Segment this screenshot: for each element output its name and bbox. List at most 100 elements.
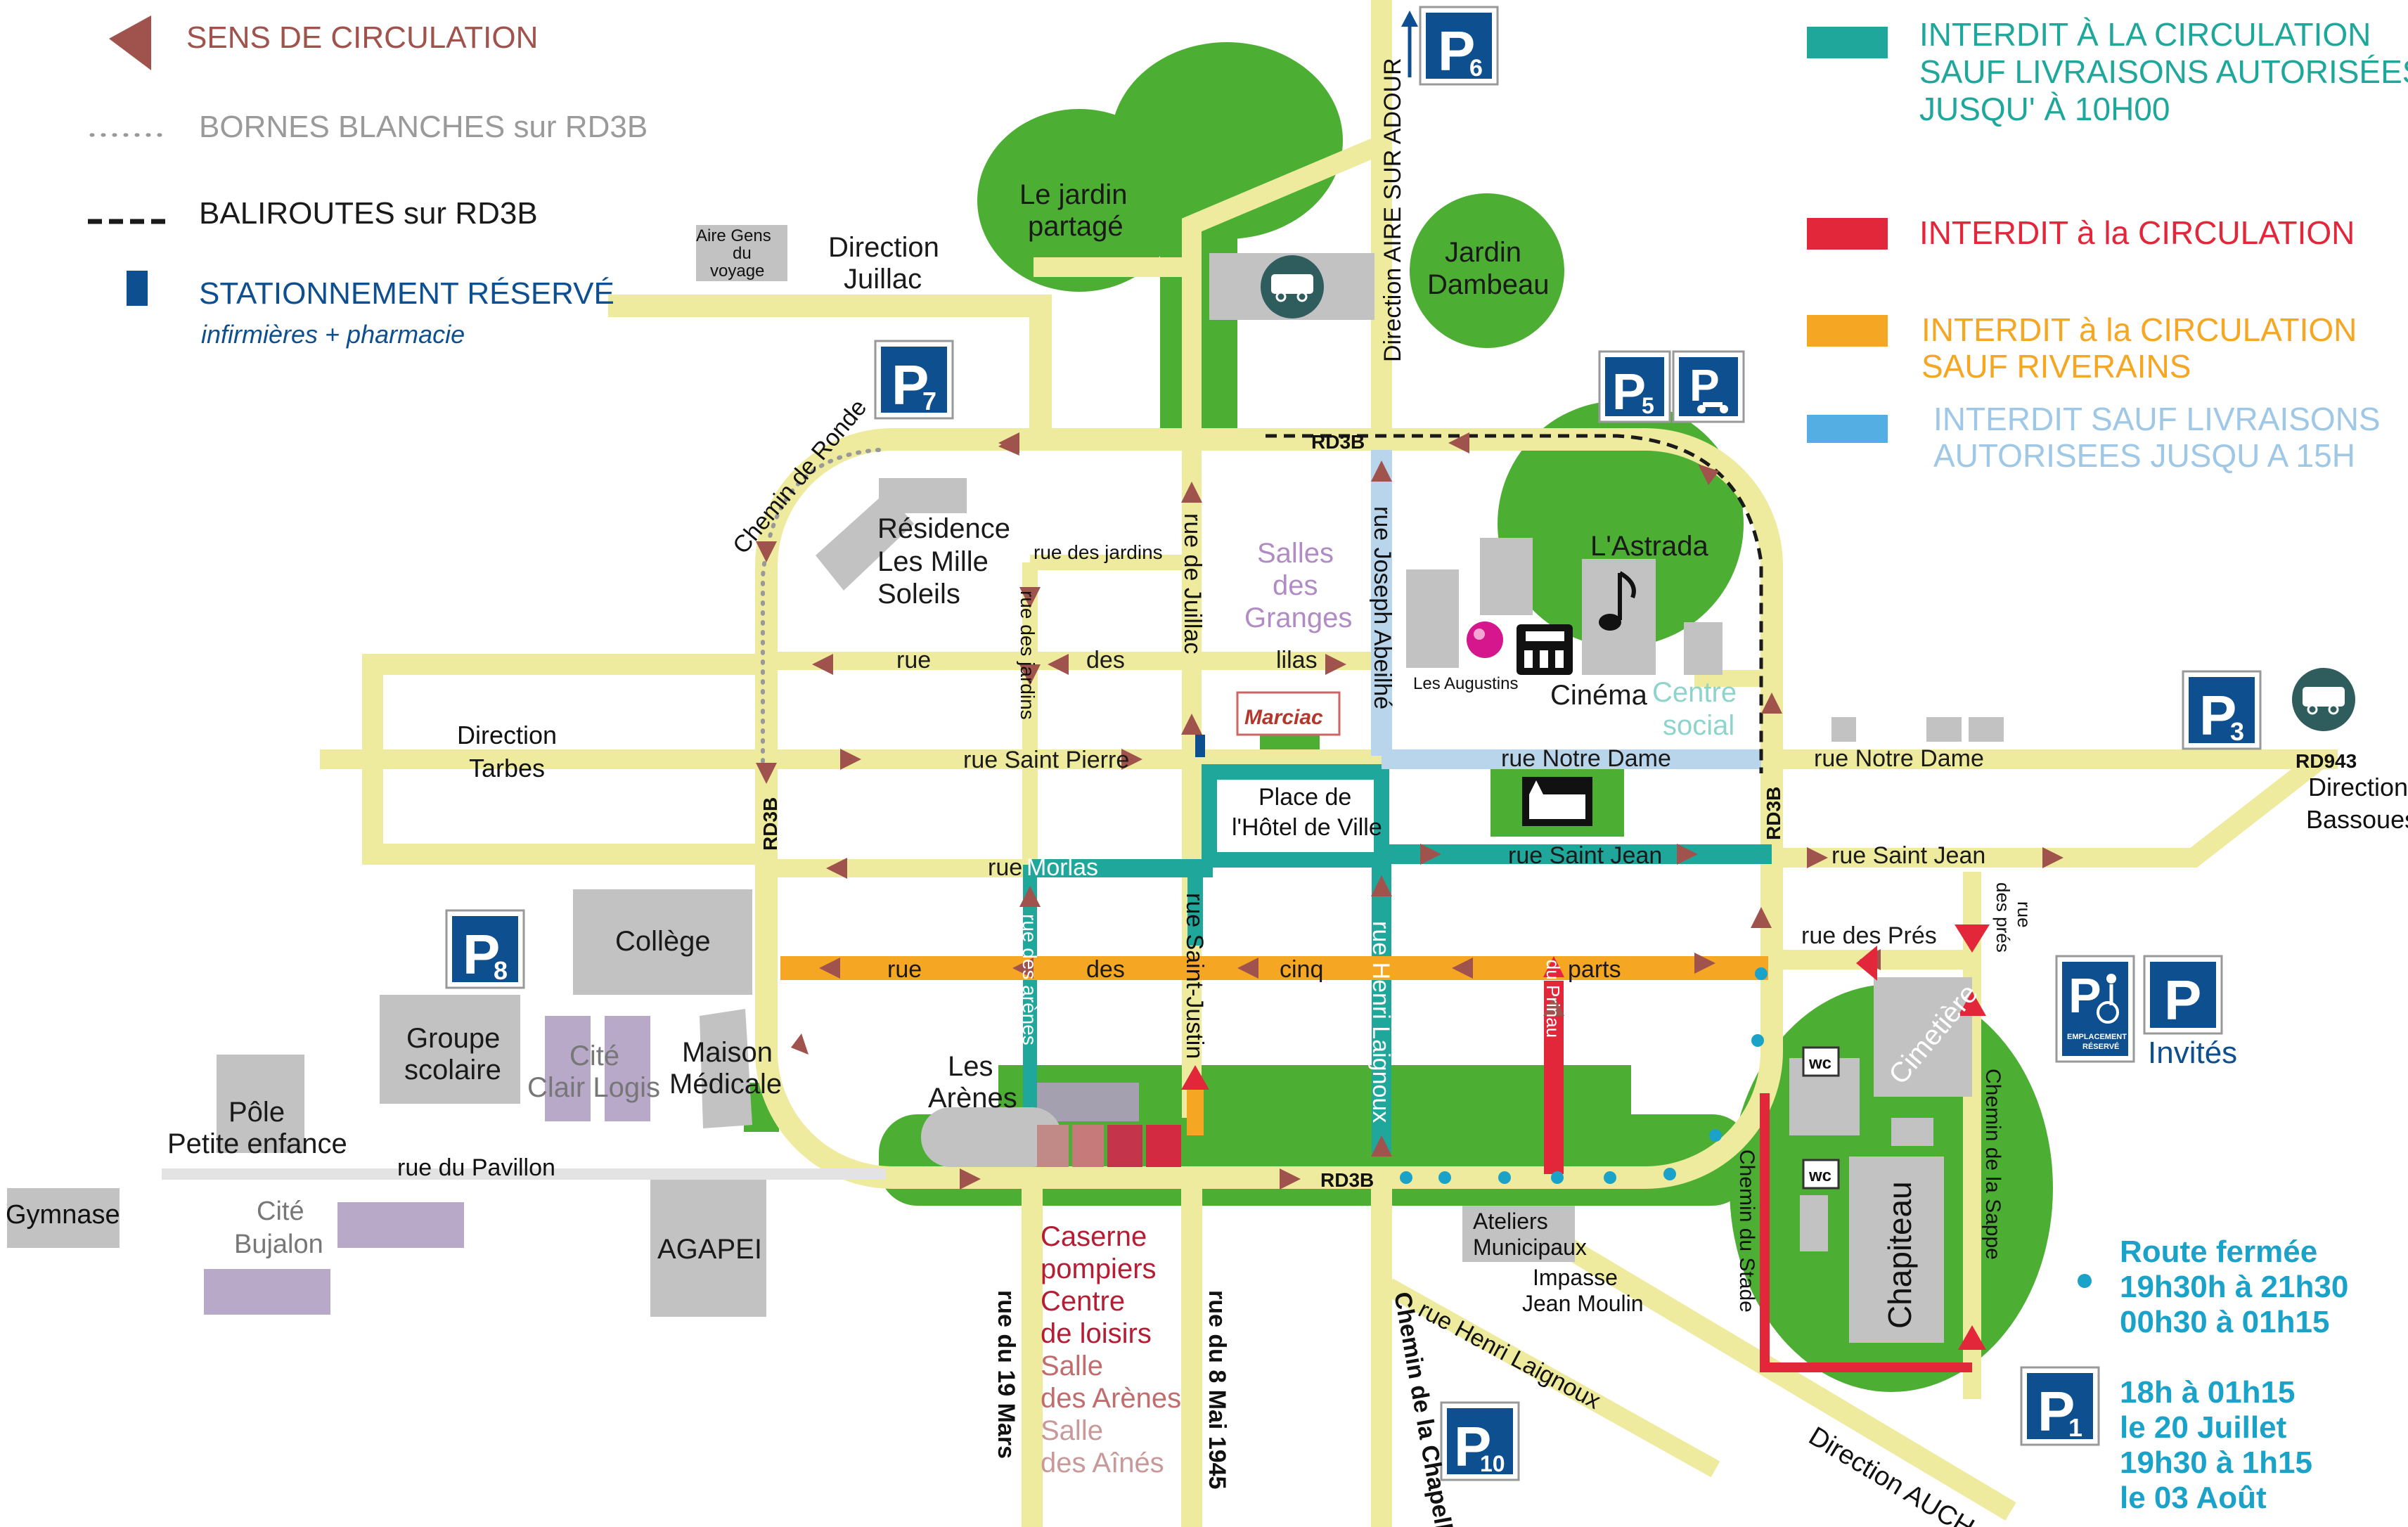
arenes-label-2: Arènes: [928, 1083, 1017, 1114]
wc-icon: wc: [1802, 1159, 1840, 1190]
legend-blue-swatch: [1807, 415, 1888, 443]
dot: [1751, 1034, 1764, 1047]
rue-lilas-1: rue: [896, 647, 931, 674]
p6-number: 6: [1469, 55, 1483, 82]
caserne-label-2: pompiers: [1041, 1254, 1157, 1284]
bujalon-label-2: Bujalon: [234, 1230, 323, 1259]
stade-block-3: [1800, 1195, 1828, 1251]
arrow-up-icon: [1371, 1135, 1392, 1156]
parking-p8: P 8: [445, 909, 525, 989]
p6-bg: [1426, 13, 1492, 79]
arrow-right-icon: [960, 1168, 981, 1190]
arrow-up-icon: [1751, 907, 1772, 928]
aire-label-3: voyage: [710, 262, 764, 281]
arenes-label-1: Les: [948, 1051, 993, 1082]
arrow-left-icon: [109, 15, 151, 70]
dot: [1709, 1129, 1722, 1142]
p3-letter: P: [2199, 684, 2236, 747]
up-arrow-head: [1401, 11, 1418, 27]
clair-logis-label-1: Cité: [569, 1040, 619, 1071]
arrow-up-icon: [1371, 875, 1392, 896]
parking-signs: P 6 P 7 P 5 P: [445, 6, 2262, 1481]
parking-p10: P 10: [1440, 1401, 1520, 1481]
dir-tarbes-label-2: Tarbes: [469, 754, 545, 782]
rue-lilas-2: des: [1086, 647, 1125, 674]
rue-jardins-label: rue des jardins: [1034, 541, 1163, 563]
rd3b-top-label: RD3B: [1311, 431, 1365, 453]
invites-label: Invités: [2148, 1036, 2237, 1070]
maison-med-label-2: Médicale: [669, 1069, 782, 1100]
arrow-down-icon: [756, 541, 777, 562]
ball-shine: [1474, 629, 1485, 640]
loisirs-label-2: de loisirs: [1041, 1318, 1152, 1349]
clair-logis-label-2: Clair Logis: [527, 1072, 660, 1103]
cinema-screen: [1526, 631, 1564, 641]
rd3b-left-label: RD3B: [759, 797, 781, 851]
legend-teal-1: INTERDIT À LA CIRCULATION: [1919, 16, 2371, 53]
chapiteau-building: [1849, 1156, 1944, 1343]
caserne-block-3: [1107, 1125, 1142, 1167]
parking-p7: P 7: [874, 340, 954, 420]
salle-arenes-label-2: des Arènes: [1041, 1383, 1181, 1414]
parking-reserved: P EMPLACEMENT RÉSERVÉ: [2055, 955, 2135, 1063]
rue-morlas-label-a: rue: [988, 854, 1022, 881]
maison-medicale-building: [700, 1009, 752, 1128]
place-hdv-label-1: Place de: [1258, 784, 1351, 811]
arrow-right-icon: [2042, 847, 2063, 868]
p1-letter: P: [2037, 1380, 2075, 1443]
ball: [1467, 621, 1503, 658]
legend-blue-2: AUTORISEES JUSQU A 15H: [1933, 437, 2355, 474]
p8-number: 8: [494, 956, 508, 985]
closure-time-2: 00h30 à 01h15: [2120, 1305, 2329, 1339]
church-icon: [1522, 777, 1592, 826]
p7-bg: [881, 347, 947, 413]
p7-number: 7: [922, 387, 936, 415]
wc-head: [2106, 974, 2116, 984]
orange-arrow-up-icon: [1181, 1065, 1209, 1090]
rue-cinq-1: rue: [887, 956, 922, 983]
residence-label-2: Les Mille: [877, 546, 989, 577]
marciac-logo-text: Marciac: [1244, 706, 1323, 729]
arrow-up-icon: [1181, 714, 1202, 735]
clair-logis-2: [605, 1016, 650, 1121]
cinema-seat: [1555, 650, 1564, 668]
pole-petite-enfance: [217, 1055, 304, 1153]
road-juillac: [608, 295, 1052, 439]
legend-orange-2: SAUF RIVERAINS: [1921, 348, 2191, 385]
jardin-partage-label-1: Le jardin: [1019, 179, 1127, 210]
college-label: Collège: [615, 926, 711, 957]
rd3b-ring: [755, 428, 1783, 1189]
p5-bg: [1605, 357, 1664, 416]
dot: [1604, 1171, 1616, 1184]
rue-pavillon-label: rue du Pavillon: [397, 1154, 555, 1181]
jardin-partage-label-2: partagé: [1028, 211, 1123, 242]
rue-prinau-label: rue du Prinau: [1543, 928, 1564, 1038]
rue-morlas-label-b: Morlas: [1026, 854, 1098, 881]
p10-number: 10: [1480, 1451, 1505, 1476]
dot: [1400, 1171, 1412, 1184]
centre-social-label-2: social: [1663, 710, 1734, 741]
arrow-ring-icon: [791, 1033, 809, 1055]
pinv-letter: P: [2164, 969, 2201, 1031]
legend-sens: SENS DE CIRCULATION: [186, 20, 538, 55]
arrow-left-icon: [1452, 958, 1473, 979]
notre-dame-b2: [1926, 717, 1962, 742]
preserved-label-2: RÉSERVÉ: [2082, 1042, 2119, 1051]
gymnase-label: Gymnase: [6, 1200, 120, 1230]
chemin-stade-label: Chemin du Stade: [1735, 1149, 1758, 1313]
p1-time-4: le 03 Août: [2120, 1481, 2267, 1515]
arrow-right-icon: [1280, 1168, 1301, 1190]
arrow-right-icon: [1807, 847, 1828, 868]
arenes-round: [921, 1107, 1062, 1167]
astrada-right: [1684, 622, 1723, 675]
arrow-up-icon: [1371, 460, 1392, 482]
maison-med-label-1: Maison: [682, 1037, 773, 1068]
college-building: [573, 889, 752, 995]
p8-bg: [452, 916, 518, 982]
cc-body: [1271, 274, 1313, 294]
rue-des-pres-v-label-2: des prés: [1992, 882, 2014, 953]
rue-abeilhe-label: rue Joseph Abeilhé: [1369, 506, 1396, 709]
parking-p6: P 6: [1419, 6, 1499, 86]
bujalon-2: [204, 1269, 330, 1315]
augustins-ball-icon: [1467, 621, 1503, 658]
